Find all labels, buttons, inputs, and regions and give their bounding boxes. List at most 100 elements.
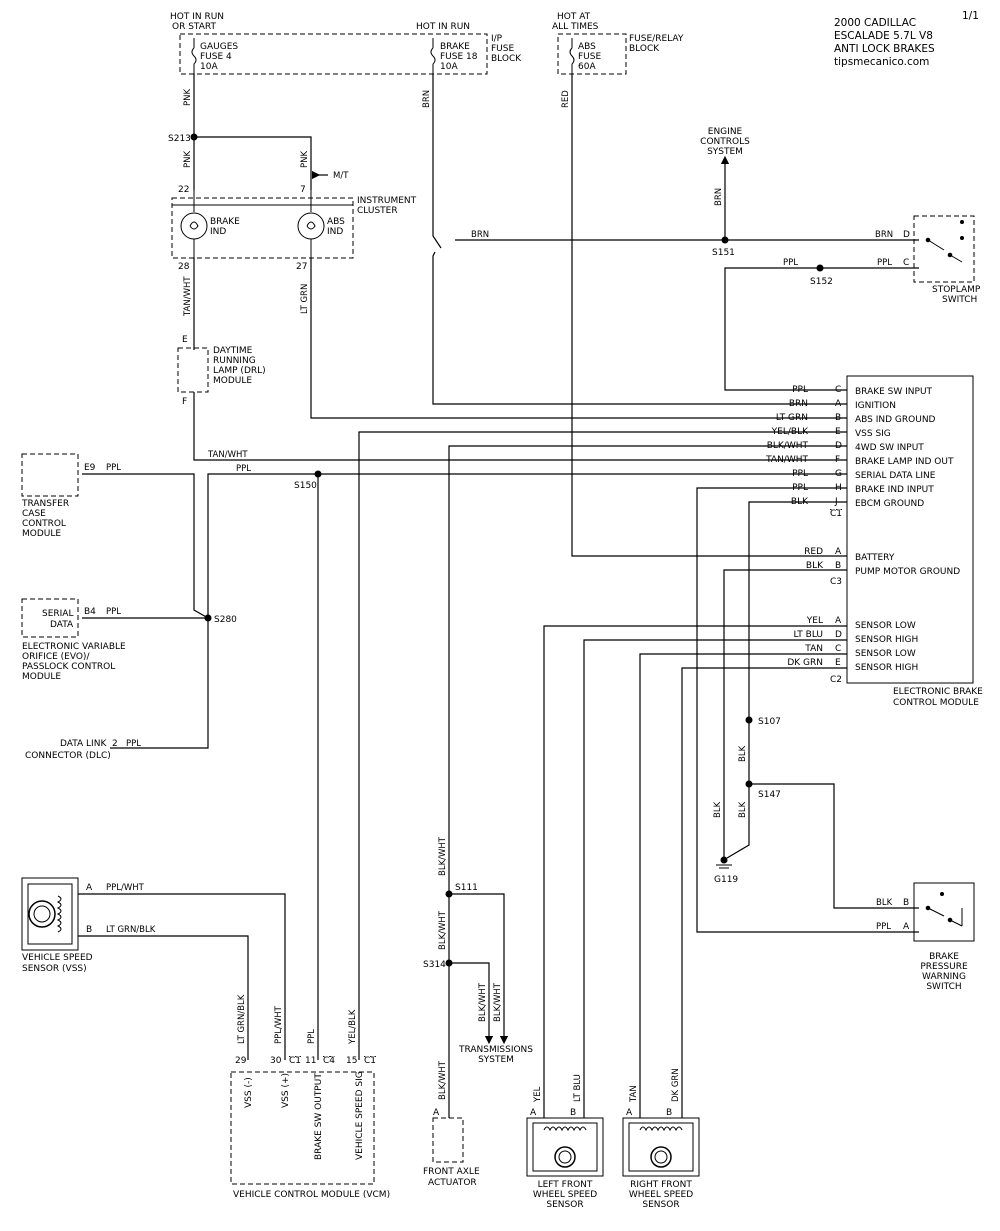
- evo-passlock-module: SERIAL DATA B4 ELECTRONIC VARIABLE ORIFI…: [21, 598, 126, 682]
- cluster-pin-28: 28: [178, 262, 190, 272]
- brake-ind-label-2: IND: [210, 227, 226, 237]
- ebcm-c2-pin-2: D: [835, 630, 842, 640]
- label-blk-wht-4: BLK/WHT: [493, 982, 503, 1022]
- lf-wheel-speed-sensor: A B LEFT FRONT WHEEL SPEED SENSOR: [526, 1108, 604, 1210]
- evo-label-4: MODULE: [22, 672, 61, 682]
- splice-dots: [190, 133, 824, 967]
- label-ppl-2: PPL: [877, 258, 892, 268]
- transfer-case-label-2: CASE: [22, 509, 46, 519]
- splice-dot-s152: [816, 264, 824, 272]
- stoplamp-pin-d: D: [903, 230, 910, 240]
- abs-ind-label-2: IND: [327, 227, 343, 237]
- ebcm-c3-wire-2: BLK: [806, 561, 824, 571]
- label-ppl-1: PPL: [783, 258, 798, 268]
- vehicle-speed-sensor: A B VEHICLE SPEED SENSOR (VSS): [21, 877, 93, 974]
- cluster-pin-27: 27: [296, 262, 307, 272]
- engine-controls-2: CONTROLS: [700, 137, 750, 147]
- evo-label-2: ORIFICE (EVO)/: [22, 652, 90, 662]
- splice-dot-s111: [445, 890, 453, 898]
- title-line-1: 2000 CADILLAC: [834, 17, 916, 29]
- ebcm-label-1: ELECTRONIC BRAKE: [893, 687, 983, 697]
- transfer-case-label-3: CONTROL: [22, 519, 66, 529]
- label-lt-grn-1: LT GRN: [300, 284, 310, 314]
- ebcm-c1-pin-4: E: [835, 427, 841, 437]
- vcm-conn-c4: C4: [323, 1056, 335, 1066]
- label-blk-1: BLK: [738, 745, 748, 762]
- rf-label-3: SENSOR: [642, 1200, 679, 1210]
- ebcm-c2-name-2: SENSOR HIGH: [855, 635, 918, 645]
- fuse-abs-name: ABS: [578, 42, 596, 52]
- vss-pin-b: B: [86, 925, 92, 935]
- wire-ppl-transfer-case: [82, 473, 209, 619]
- lf-label-3: SENSOR: [546, 1200, 583, 1210]
- splice-s280: S280: [214, 615, 237, 625]
- dlc-label-1: DATA LINK: [60, 739, 107, 749]
- front-axle-label-2: ACTUATOR: [428, 1178, 477, 1188]
- splice-s150: S150: [294, 481, 317, 491]
- pressure-switch-pin-b: B: [903, 898, 909, 908]
- ebcm-c1-name-5: 4WD SW INPUT: [855, 443, 924, 453]
- label-blk-wht-5: BLK/WHT: [438, 1060, 448, 1100]
- fuse-brake-rating: 10A: [440, 62, 458, 72]
- ebcm-c2-name-1: SENSOR LOW: [855, 621, 916, 631]
- ebcm-c2-pin-1: A: [835, 616, 842, 626]
- engine-controls-3: SYSTEM: [707, 147, 743, 157]
- fuse-gauges-symbol: [191, 47, 197, 65]
- wire-tan-rf: [639, 653, 847, 1118]
- wire-brn-fuse: [432, 74, 442, 249]
- rf-label-1: RIGHT FRONT: [630, 1180, 692, 1190]
- pressure-switch-label-4: SWITCH: [926, 982, 961, 992]
- drl-label-4: MODULE: [213, 376, 252, 386]
- fuse-relay-block-2: BLOCK: [629, 44, 660, 54]
- wire-blk-wht-trans-1: [449, 893, 509, 1045]
- label-blk-2: BLK: [738, 801, 748, 818]
- ip-fuse-block-2: FUSE: [491, 44, 514, 54]
- ebcm-connector-c2: YEL A SENSOR LOW LT BLU D SENSOR HIGH TA…: [787, 616, 918, 685]
- hot-run-start-2: OR START: [172, 22, 216, 32]
- evo-label-3: PASSLOCK CONTROL: [22, 662, 115, 672]
- ebcm-c3-pin-1: A: [835, 547, 842, 557]
- label-brn-4: BRN: [875, 230, 893, 240]
- wire-brn-ebcm-ignition: [432, 251, 847, 405]
- vcm-fn-vehicle-speed-sig: VEHICLE SPEED SIG: [355, 1071, 365, 1160]
- wire-pnk-s213-abs: [194, 136, 312, 190]
- ebcm-c1-wire-5: BLK/WHT: [767, 441, 809, 451]
- ebcm-c1-pin-6: F: [835, 455, 840, 465]
- ebcm-connector-c3: RED A BATTERY BLK B PUMP MOTOR GROUND C3: [804, 547, 960, 587]
- instrument-cluster: BRAKE IND ABS IND INSTRUMENT CLUSTER 22 …: [171, 185, 417, 272]
- label-red-1: RED: [561, 90, 571, 108]
- fuse-brake-symbol: [430, 47, 436, 65]
- wire-lt-grn-blk-vss: [78, 935, 249, 1060]
- lf-coil-icon: [543, 1126, 587, 1132]
- vss-rotor-icon: [28, 900, 56, 928]
- vss-coil-icon: [56, 895, 62, 933]
- title-line-3: ANTI LOCK BRAKES: [834, 43, 935, 55]
- ebcm-c2-pin-3: C: [835, 644, 841, 654]
- splice-s314: S314: [423, 960, 446, 970]
- engine-controls-system: ENGINE CONTROLS SYSTEM: [700, 127, 750, 157]
- title-line-4: tipsmecanico.com: [834, 56, 929, 68]
- ebcm-c1-pin-5: D: [835, 441, 842, 451]
- ebcm-c2-wire-1: YEL: [806, 616, 823, 626]
- label-blk-wht-1: BLK/WHT: [438, 836, 448, 876]
- vcm-conn-c1-a: C1: [289, 1056, 301, 1066]
- ebcm-c3-pin-2: B: [835, 561, 841, 571]
- label-brn-3: BRN: [714, 188, 724, 206]
- splice-s147: S147: [758, 790, 781, 800]
- rf-pin-a: A: [626, 1108, 633, 1118]
- drl-pin-e: E: [182, 335, 188, 345]
- title-line-2: ESCALADE 5.7L V8: [834, 30, 933, 42]
- splice-dot-s151: [721, 236, 729, 244]
- label-ppl-wht-2: PPL/WHT: [274, 1005, 284, 1044]
- label-pnk-2: PNK: [183, 151, 193, 168]
- ebcm-c3-name-2: PUMP MOTOR GROUND: [855, 567, 960, 577]
- front-axle-label-1: FRONT AXLE: [423, 1167, 480, 1177]
- ebcm-c1-name-1: BRAKE SW INPUT: [855, 387, 933, 397]
- transfer-case-label-4: MODULE: [22, 529, 61, 539]
- data-link-connector: DATA LINK CONNECTOR (DLC) 2: [25, 739, 118, 761]
- pressure-switch-label-1: BRAKE: [929, 952, 959, 962]
- vcm-conn-c1-b: C1: [364, 1056, 376, 1066]
- pressure-switch-label-2: PRESSURE: [920, 962, 968, 972]
- cluster-label-1: INSTRUMENT: [357, 196, 417, 206]
- vcm-fn-brake-sw-output: BRAKE SW OUTPUT: [314, 1073, 324, 1160]
